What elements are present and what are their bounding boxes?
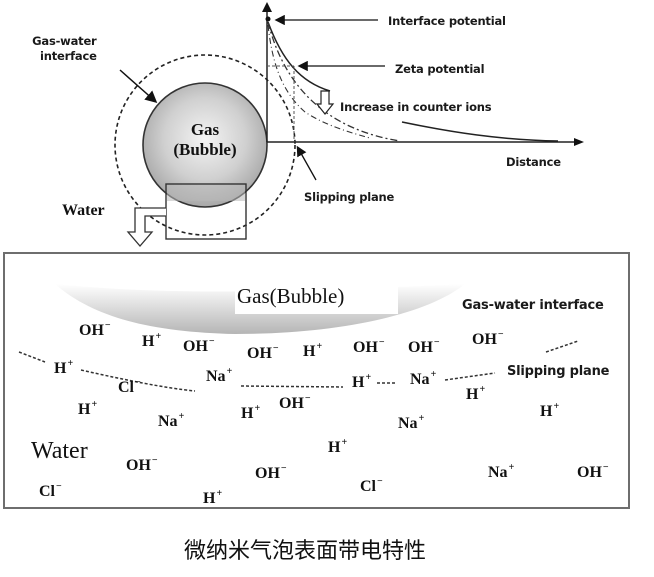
ion: OH− [577,462,609,481]
ion: OH− [408,337,440,356]
distance-axis-label: Distance [506,155,561,169]
water-label-top: Water [62,202,105,219]
gas-water-interface-line2: interface [40,49,97,63]
ion: OH− [183,336,215,355]
ion: H+ [203,488,223,507]
gas-water-interface-label-panel: Gas-water interface [462,298,604,313]
top-diagram [114,2,584,247]
zeta-potential-label: Zeta potential [395,62,485,76]
ion: H+ [352,372,372,391]
ion: OH− [255,463,287,482]
slipping-plane-label-panel: Slipping plane [507,364,610,379]
slipping-plane-dashed [18,351,46,363]
ion: Na+ [206,366,233,385]
ion: Cl− [39,481,62,500]
gas-water-interface-line1: Gas-water [32,34,97,48]
ion: H+ [328,437,348,456]
slipping-plane-label-top: Slipping plane [304,190,395,204]
interface-potential-label: Interface potential [388,14,506,28]
ion: H+ [78,399,98,418]
slipping-plane-circle [114,54,296,236]
ion: H+ [303,341,323,360]
bubble-label-line2: (Bubble) [173,140,237,159]
bubble-label-line1: Gas [190,120,220,139]
interface-pointer-arrow [119,69,158,103]
ion: Cl− [360,476,383,495]
ion: OH− [247,343,279,362]
increase-counter-ions-label: Increase in counter ions [340,100,492,114]
ion: OH− [353,337,385,356]
ion: Cl− [118,377,141,396]
slipping-plane-pointer [296,145,317,181]
zoom-panel: Gas(Bubble) Gas-water interface Slipping… [3,252,630,509]
ion: H+ [466,384,486,403]
ion: H+ [54,358,74,377]
ion: Na+ [410,369,437,388]
ion: OH− [79,320,111,339]
ion: H+ [241,403,261,422]
ion: OH− [126,455,158,474]
ion: Na+ [398,413,425,432]
ion: H+ [142,331,162,350]
ion: Na+ [158,411,185,430]
ion: H+ [540,401,560,420]
ion: OH− [472,329,504,348]
gas-water-interface-label: Gas-water interface [32,34,97,64]
figure-caption: 微纳米气泡表面带电特性 [183,539,426,564]
zoom-panel-graphics [18,280,579,392]
ion: Na+ [488,462,515,481]
ion: OH− [279,393,311,412]
bubble-label: Gas (Bubble) [167,120,243,160]
bubble-label-panel: Gas(Bubble) [237,284,345,308]
hollow-down-arrow-icon [126,207,166,247]
potential-curve-dashdot [267,21,401,142]
hollow-arrow-counter-ions-icon [315,90,335,115]
water-label-panel: Water [31,438,88,464]
bubble-circle [142,82,268,208]
potential-curve-solid [267,21,331,92]
